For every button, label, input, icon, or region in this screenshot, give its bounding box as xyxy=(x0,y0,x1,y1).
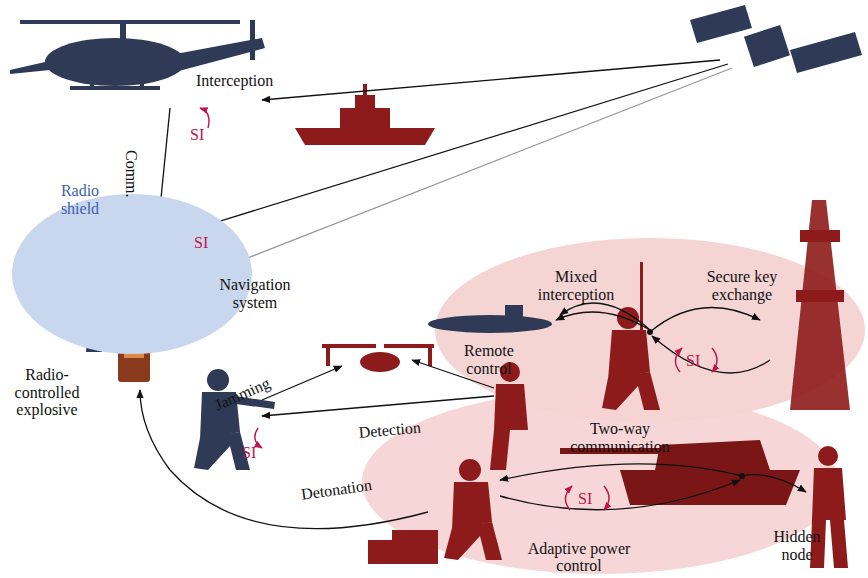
callout-label: Detonation xyxy=(300,476,373,503)
interference-label: SI xyxy=(194,234,208,252)
callout-label: Comm. xyxy=(122,150,140,198)
radio-tower xyxy=(790,200,850,410)
kneeling-soldier xyxy=(602,262,660,410)
radio-shield-region: Radio shield xyxy=(12,182,252,354)
warship xyxy=(295,84,435,145)
callout-label: Mixed interception xyxy=(528,268,624,303)
soldier xyxy=(70,210,175,352)
kneeling-soldier xyxy=(444,459,502,560)
callout-label: Radio-controlled explosive xyxy=(6,366,88,419)
region-outline xyxy=(12,182,252,354)
navigation-device xyxy=(174,259,213,307)
callout-label: Interception xyxy=(196,72,273,90)
interference-label: SI xyxy=(242,444,256,462)
callout-label: Remote control xyxy=(452,342,526,377)
interference-label: SI xyxy=(686,352,700,370)
callout-label: Two-way communication xyxy=(560,420,680,455)
satellite xyxy=(690,5,862,73)
radio-equipment xyxy=(368,530,438,564)
soldier xyxy=(810,446,848,568)
kneeling-soldier xyxy=(194,369,275,470)
explosive-box xyxy=(118,340,150,382)
callout-label: Adaptive power control xyxy=(524,540,634,575)
callout-label: Secure key exchange xyxy=(690,268,794,303)
soldier-remote xyxy=(490,362,528,470)
callout-label: Navigation system xyxy=(212,276,298,311)
interference-label: SI xyxy=(578,490,592,508)
callout-label: Hidden node xyxy=(770,528,824,563)
region-title: Radio shield xyxy=(50,182,110,217)
submarine xyxy=(428,305,552,333)
red-region xyxy=(362,390,838,574)
interference-label: SI xyxy=(190,126,204,144)
